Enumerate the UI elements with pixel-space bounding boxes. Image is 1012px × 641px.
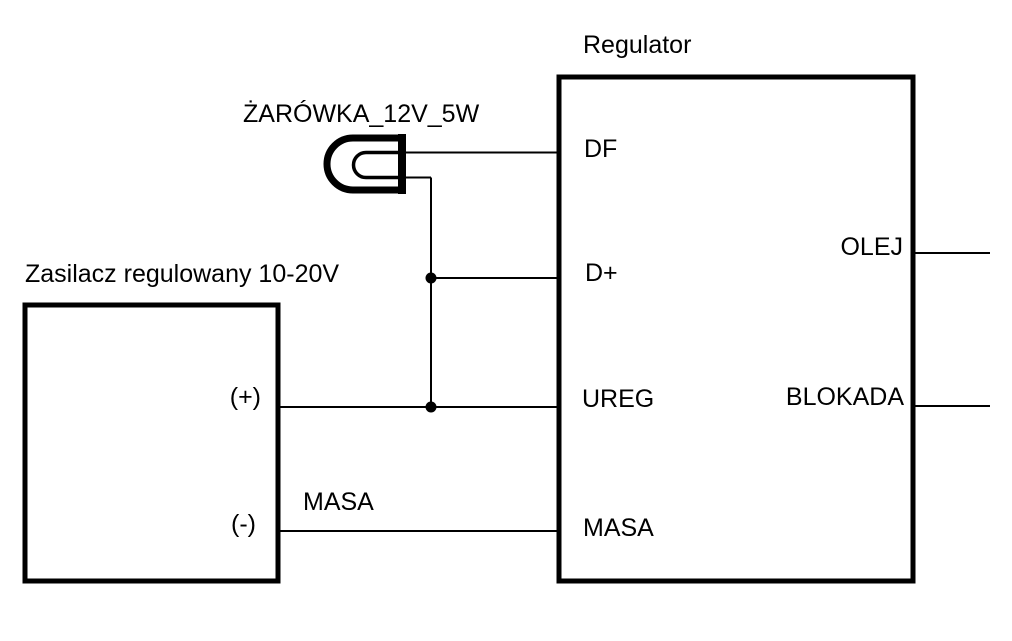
wire-label-masa: MASA: [303, 488, 374, 516]
junction-dot-ureg: [425, 401, 437, 413]
bulb-socket-shape: [323, 134, 402, 194]
pin-label-olej: OLEJ: [840, 233, 903, 261]
power-supply-box: [22, 302, 281, 584]
power-supply-title: Zasilacz regulowany 10-20V: [25, 260, 339, 288]
bulb-glass-shape: [351, 150, 402, 180]
regulator-box: [556, 74, 916, 584]
terminal-label-plus: (+): [230, 383, 261, 411]
terminal-label-minus: (-): [231, 510, 256, 538]
pin-label-blokada: BLOKADA: [786, 383, 904, 411]
bulb-label: ŻARÓWKA_12V_5W: [243, 99, 480, 128]
regulator-title: Regulator: [583, 31, 691, 59]
junction-dot-dplus: [425, 272, 437, 284]
pin-label-masa: MASA: [583, 514, 654, 542]
pin-label-dplus: D+: [585, 259, 618, 287]
pin-label-ureg: UREG: [582, 385, 654, 413]
pin-label-df: DF: [584, 135, 617, 163]
